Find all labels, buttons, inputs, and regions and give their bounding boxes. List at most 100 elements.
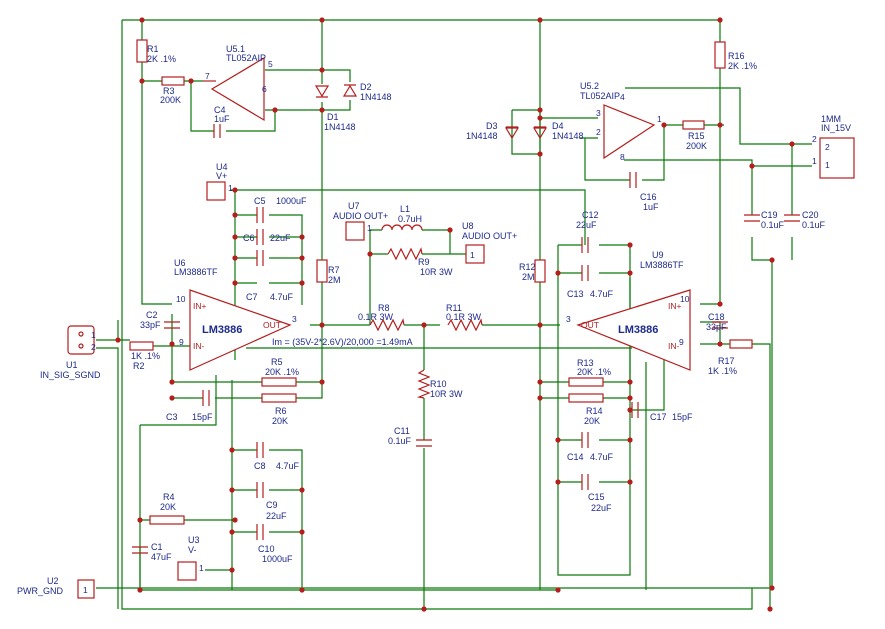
- r11-ref: R11: [446, 303, 462, 313]
- c18-val: 33pF: [706, 322, 727, 332]
- d1-val: 1N4148: [324, 122, 356, 132]
- junctions: [115, 17, 795, 612]
- c14-val: 4.7uF: [590, 452, 614, 462]
- c2-ref: C2: [146, 310, 158, 320]
- c4-ref: C4: [214, 105, 226, 115]
- r4-ref: R4: [163, 492, 175, 502]
- r14-ref: R14: [586, 406, 603, 416]
- amp-u9: U9 LM3886TF LM3886 IN+ IN- OUT 3 10 9: [566, 250, 691, 371]
- d1-ref: D1: [327, 112, 339, 122]
- r13-ref: R13: [577, 358, 594, 368]
- port-u7: 1 U7 AUDIO OUT+: [333, 201, 388, 241]
- c4-val: 1uF: [214, 114, 230, 124]
- conn-name: IN_15V: [821, 123, 851, 133]
- pin-label: OUT: [263, 320, 281, 330]
- c20-val: 0.1uF: [802, 220, 826, 230]
- c16-ref: C16: [640, 192, 657, 202]
- r7-ref: R7: [328, 265, 340, 275]
- pin-num: 7: [205, 71, 210, 81]
- r3-val: 200K: [160, 95, 181, 105]
- l1-ref: L1: [400, 204, 410, 214]
- c9-val: 22uF: [266, 511, 287, 521]
- amp-u9-part: LM3886TF: [640, 260, 684, 270]
- c9-ref: C9: [266, 500, 278, 510]
- r16-ref: R16: [728, 51, 745, 61]
- r4-val: 20K: [160, 502, 176, 512]
- pin-num: 1: [91, 330, 96, 340]
- u2-ref: U2: [47, 576, 59, 586]
- d2-val: 1N4148: [360, 92, 392, 102]
- pin-num: 1: [825, 160, 830, 170]
- r11-val: 0.1R 3W: [446, 312, 482, 322]
- c11-ref: C11: [394, 426, 410, 436]
- l1-val: 0.7uH: [398, 214, 422, 224]
- c8-val: 4.7uF: [276, 461, 300, 471]
- pin-label: IN+: [193, 301, 207, 311]
- r12-val: 2M: [522, 272, 535, 282]
- r14-val: 20K: [584, 416, 600, 426]
- r8-ref: R8: [378, 303, 390, 313]
- c18-ref: C18: [708, 312, 725, 322]
- pin-num: 1: [83, 585, 88, 595]
- u8-name: AUDIO OUT+: [462, 231, 517, 241]
- port-u3: 1 U3 V-: [177, 535, 204, 581]
- c10-val: 1000uF: [262, 554, 293, 564]
- r1-ref: R1: [147, 44, 159, 54]
- u3-name: V-: [188, 545, 197, 555]
- c15-ref: C15: [588, 492, 605, 502]
- pin-num: 2: [596, 127, 601, 137]
- d2-ref: D2: [360, 82, 372, 92]
- c19-val: 0.1uF: [761, 220, 785, 230]
- pin-num: 4: [620, 92, 625, 102]
- c10-ref: C10: [258, 544, 275, 554]
- pin-num: 3: [566, 314, 571, 324]
- pin-label: IN-: [193, 341, 205, 351]
- d4-ref: D4: [552, 121, 564, 131]
- c20-ref: C20: [802, 210, 819, 220]
- pin-num: 1: [367, 223, 372, 233]
- r2-val: 1K .1%: [131, 351, 160, 361]
- c5-val: 1000uF: [276, 196, 307, 206]
- pin-num: 3: [292, 314, 297, 324]
- r17-val: 1K .1%: [708, 366, 737, 376]
- d3-val: 1N4148: [466, 131, 498, 141]
- u8-ref: U8: [462, 221, 474, 231]
- pin-label: IN-: [668, 341, 680, 351]
- port-u4: 1 U4 V+: [206, 162, 233, 201]
- u4-name: V+: [216, 171, 227, 181]
- r9-ref: R9: [418, 257, 430, 267]
- r2-ref: R2: [133, 361, 145, 371]
- c15-val: 22uF: [591, 503, 612, 513]
- r12-ref: R12: [519, 262, 536, 272]
- conn-ref: 1MM: [821, 114, 841, 124]
- opamp-u5-2: U5.2 TL052AIP 1 3 2 4 8: [580, 81, 662, 162]
- pin-num: 8: [620, 152, 625, 162]
- c16-val: 1uF: [643, 202, 659, 212]
- capacitors: C1 47uF C2 33pF C3 15pF C4 1uF C5 1000uF…: [132, 105, 826, 564]
- c8-ref: C8: [254, 461, 266, 471]
- inductor-l1: L1 0.7uH: [381, 204, 423, 231]
- pin-num: 9: [179, 337, 184, 347]
- c2-val: 33pF: [140, 320, 161, 330]
- formula-note: Im = (35V-2*2.6V)/20,000 =1.49mA: [272, 337, 413, 347]
- c13-val: 4.7uF: [590, 289, 614, 299]
- port-u8: 1 U8 AUDIO OUT+: [462, 221, 517, 264]
- r3-ref: R3: [163, 86, 175, 96]
- amp-u6: U6 LM3886TF LM3886 IN+ IN- OUT 10 9 3: [174, 258, 297, 371]
- c3-val: 15pF: [192, 412, 213, 422]
- u2-name: PWR_GND: [17, 586, 64, 596]
- amp-u6-chip: LM3886: [202, 324, 242, 336]
- resistors: R1 2K .1% 1K .1% R2 R3 200K R4 20K R5 20…: [129, 39, 757, 525]
- u4-ref: U4: [216, 162, 228, 172]
- opamp-u5-2-ref: U5.2: [580, 81, 599, 91]
- c12-ref: C12: [582, 210, 599, 220]
- r6-ref: R6: [275, 406, 287, 416]
- c7-val: 4.7uF: [270, 292, 294, 302]
- c11-val: 0.1uF: [388, 436, 412, 446]
- r7-val: 2M: [328, 275, 341, 285]
- c6-val: 22uF: [270, 233, 291, 243]
- pin-num: 3: [596, 108, 601, 118]
- r16-val: 2K .1%: [728, 61, 757, 71]
- d4-val: 1N4148: [552, 131, 584, 141]
- pin-num: 2: [812, 134, 817, 144]
